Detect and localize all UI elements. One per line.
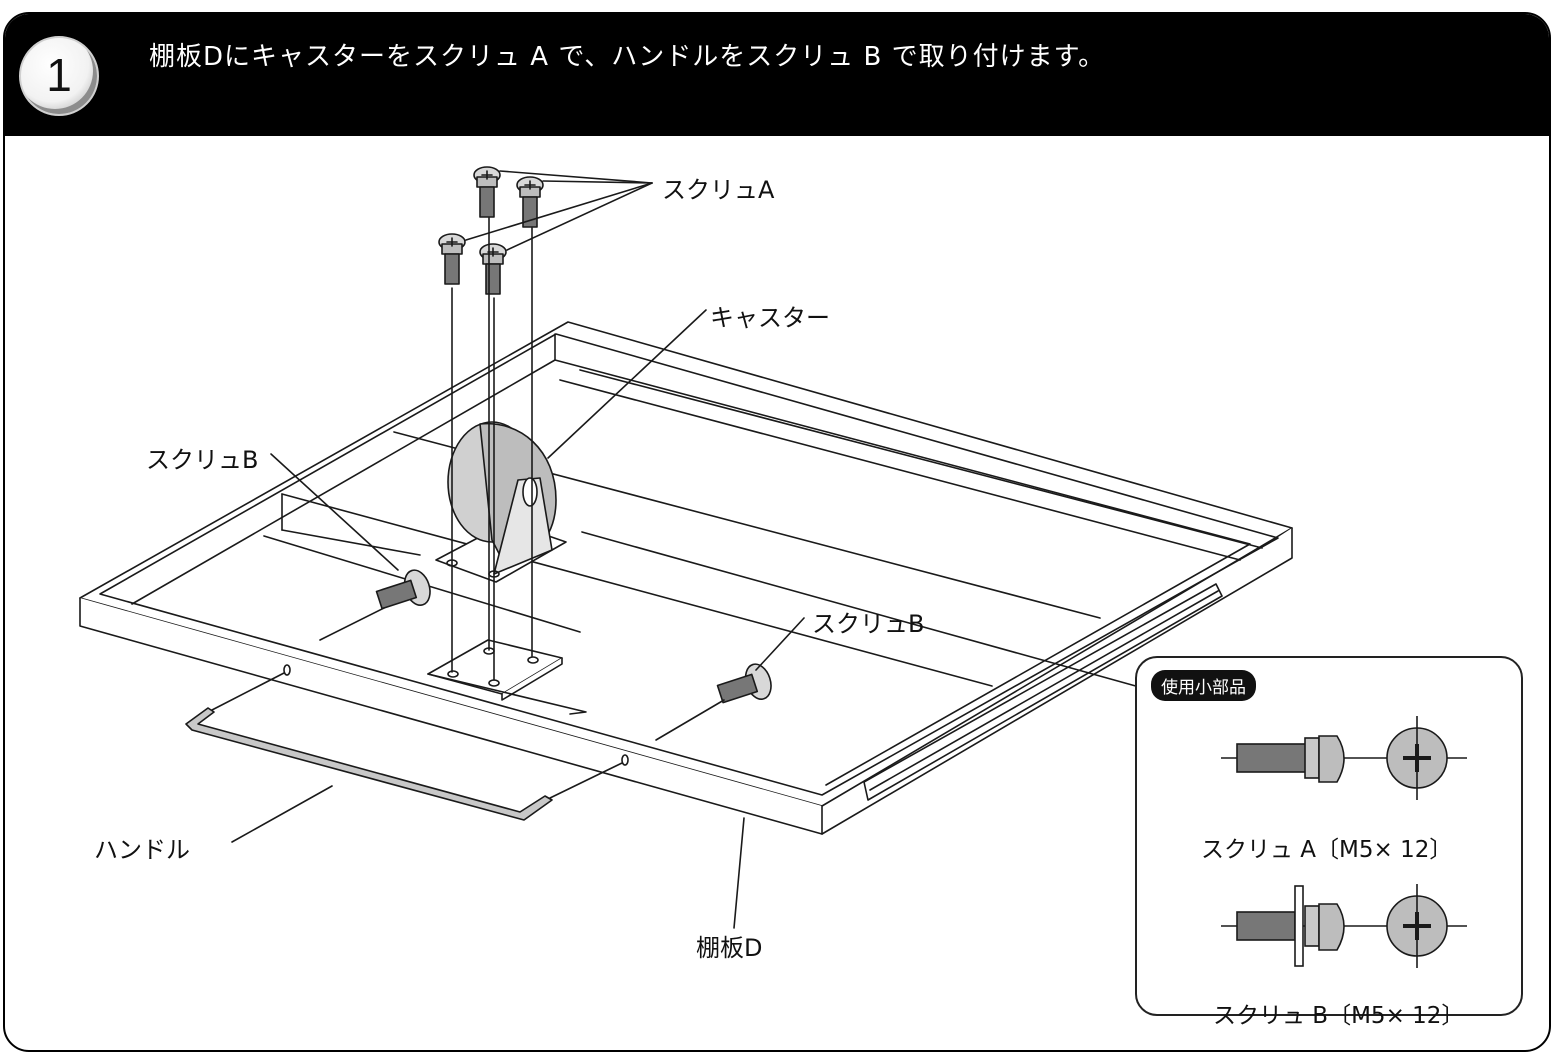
screw-a <box>516 176 544 228</box>
label-screw-a: スクリュA <box>662 176 775 204</box>
step-title: 棚板Dにキャスターをスクリュ A で、ハンドルをスクリュ B で取り付けます。 <box>149 42 1106 72</box>
screw-b-side-icon <box>1221 884 1467 968</box>
small-parts-drawing <box>1221 716 1467 968</box>
label-screw-b-right: スクリュB <box>812 610 925 638</box>
screw-b-right <box>716 663 772 704</box>
part-screw-a-label: スクリュ A〔M5× 12〕 <box>1201 837 1453 863</box>
step-header: 1 棚板Dにキャスターをスクリュ A で、ハンドルをスクリュ B で取り付けます… <box>5 14 1549 136</box>
step-number: 1 <box>46 49 72 101</box>
screw-a <box>479 243 507 295</box>
screw-a <box>438 233 466 285</box>
handle <box>185 664 629 821</box>
screw-a-group <box>438 166 653 681</box>
part-screw-b-label: スクリュ B〔M5× 12〕 <box>1213 1003 1465 1029</box>
caster <box>435 421 567 583</box>
label-caster: キャスター <box>710 304 830 332</box>
screw-a <box>473 166 501 218</box>
leader-lines <box>231 309 805 929</box>
caster-mount-block <box>427 639 587 715</box>
small-parts-box: 使用小部品 スクリュ A〔M5× 12〕 スクリュ B〔M5× 12〕 <box>1135 656 1523 1029</box>
label-screw-b-left: スクリュB <box>146 446 259 474</box>
label-handle: ハンドル <box>94 836 190 864</box>
screw-b-left <box>375 569 431 610</box>
label-shelf-d: 棚板D <box>696 934 763 962</box>
screw-a-side-icon <box>1221 716 1467 800</box>
small-parts-badge: 使用小部品 <box>1151 670 1256 701</box>
step-number-badge: 1 <box>19 36 99 116</box>
shelf-board-d <box>79 321 1293 835</box>
